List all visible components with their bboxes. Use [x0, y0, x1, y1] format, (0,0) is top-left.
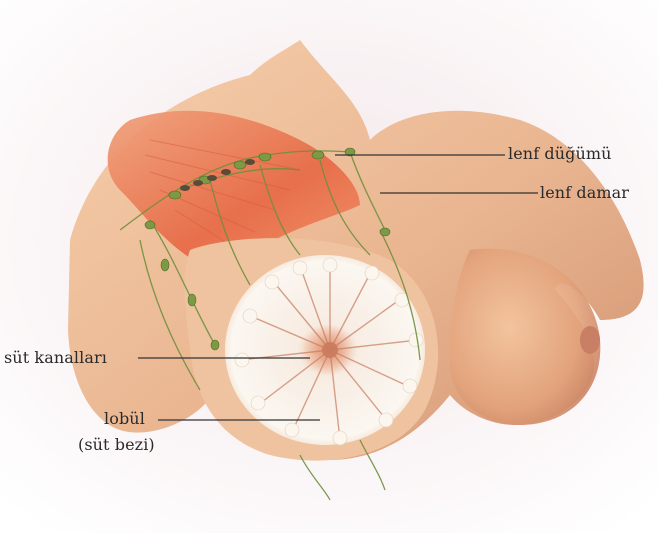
- right-nipple: [580, 326, 600, 354]
- label-milk-ducts: süt kanalları: [4, 349, 107, 367]
- label-lymph-vessel: lenf damar: [540, 184, 629, 202]
- label-lymph-node: lenf düğümü: [508, 145, 612, 163]
- label-lobule-subtitle: (süt bezi): [78, 436, 155, 454]
- label-lobule: lobül: [104, 410, 145, 428]
